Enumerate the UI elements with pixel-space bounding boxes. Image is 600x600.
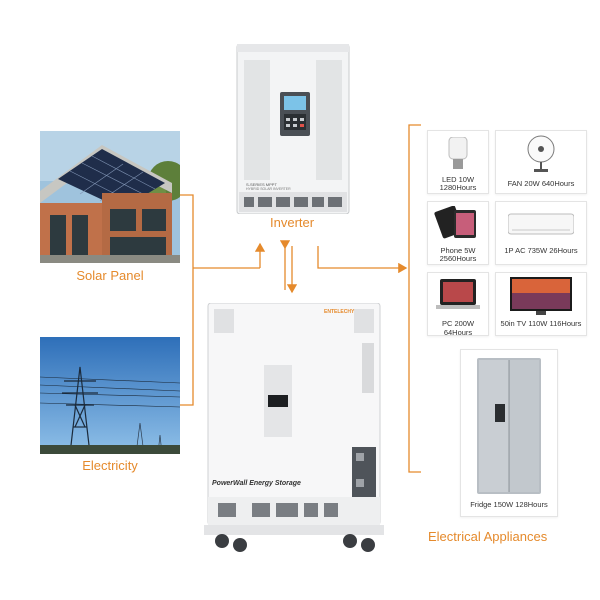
led-bulb-icon	[448, 137, 468, 169]
electricity-image	[40, 337, 180, 454]
inverter-label: Inverter	[270, 215, 315, 230]
appliance-card-led: LED 10W 1280Hours	[427, 130, 489, 194]
appliance-card-fridge: Fridge 150W 128Hours	[460, 349, 558, 517]
inverter-model-text: S-SERIES MPPT	[246, 182, 277, 187]
phone-label-2: 2560Hours	[439, 254, 477, 263]
appliance-card-pc: PC 200W 64Hours	[427, 272, 489, 337]
inverter-image: S-SERIES MPPT HYBRID SOLAR INVERTER	[236, 44, 350, 214]
appliance-card-tv: 50in TV 110W 116Hours	[495, 272, 587, 336]
air-conditioner-icon	[508, 213, 574, 235]
ac-label: 1P AC 735W 26Hours	[504, 246, 578, 255]
appliance-card-fan: FAN 20W 640Hours	[495, 130, 587, 194]
powerwall-image: ENTELECHY PowerWall Energy Storage	[204, 303, 384, 561]
tv-label: 50in TV 110W 116Hours	[500, 319, 582, 328]
solar-panel-label: Solar Panel	[76, 268, 144, 283]
fan-label: FAN 20W 640Hours	[507, 179, 575, 188]
laptop-icon	[436, 279, 480, 309]
phone-label-1: Phone 5W	[440, 246, 476, 255]
source-bracket	[180, 194, 194, 406]
storage-label: PowerWall Energy Storage	[212, 480, 301, 487]
storage-brand: ENTELECHY	[324, 309, 355, 315]
pc-label: PC 200W 64Hours	[441, 319, 475, 337]
solar-panel-image	[40, 131, 180, 263]
appliance-card-ac: 1P AC 735W 26Hours	[495, 201, 587, 265]
inverter-to-appliances-arrow	[317, 246, 408, 274]
fridge-label: Fridge 150W 128Hours	[470, 500, 548, 509]
inverter-subtitle-text: HYBRID SOLAR INVERTER	[246, 187, 291, 191]
tv-icon	[510, 277, 572, 315]
appliance-card-phone: Phone 5W 2560Hours	[427, 201, 489, 265]
appliances-title: Electrical Appliances	[428, 529, 548, 544]
led-label-1: LED 10W	[441, 175, 475, 184]
phone-icon	[434, 206, 476, 239]
led-label-2: 1280Hours	[439, 183, 477, 192]
electricity-label: Electricity	[82, 458, 138, 473]
fan-icon	[527, 135, 555, 172]
appliance-bracket	[408, 124, 421, 473]
fridge-icon	[477, 358, 541, 494]
